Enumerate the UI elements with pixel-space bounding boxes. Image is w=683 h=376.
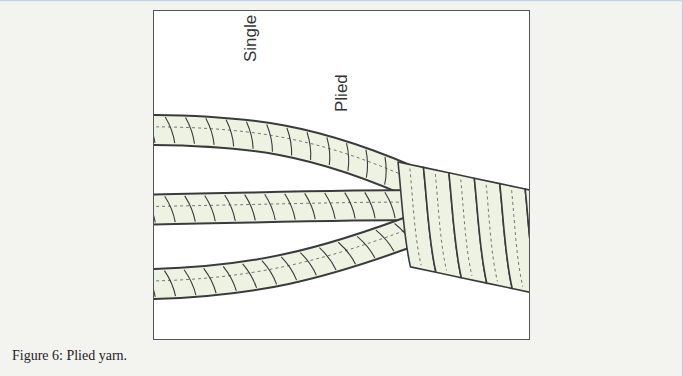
twist-mark <box>300 253 316 276</box>
strand-outline <box>154 226 425 284</box>
twist-mark <box>267 124 273 151</box>
single-strand <box>154 192 425 223</box>
twist-mark <box>205 195 216 221</box>
twist-mark <box>164 271 175 297</box>
twist-mark <box>185 196 196 222</box>
ply-band <box>504 189 529 299</box>
twist-mark <box>186 117 195 143</box>
ply-dash <box>518 196 529 292</box>
panel-border <box>0 0 683 1</box>
strand-dash <box>154 127 425 185</box>
twist-mark <box>376 230 394 251</box>
twist-mark <box>287 128 292 155</box>
twist-mark <box>243 264 257 288</box>
twist-mark <box>385 157 387 185</box>
twist-mark <box>262 261 277 285</box>
twist-mark <box>305 193 316 219</box>
twist-mark <box>225 195 236 221</box>
plied-yarn <box>377 162 529 310</box>
twist-mark <box>345 193 355 219</box>
twist-mark <box>285 194 296 220</box>
twist-mark <box>184 270 196 295</box>
twist-mark <box>357 236 375 258</box>
yarn-illustration <box>154 117 529 310</box>
twist-mark <box>338 242 355 264</box>
twist-mark <box>206 118 214 145</box>
twist-mark <box>385 192 395 218</box>
panel-border <box>682 0 683 376</box>
single-strand <box>154 217 432 298</box>
twist-mark <box>281 257 296 280</box>
part-label: Plied <box>332 74 352 112</box>
single-strand <box>154 117 425 201</box>
twist-mark <box>246 122 253 149</box>
ply-dash <box>492 190 529 286</box>
ply-band <box>479 184 529 294</box>
twist-mark <box>154 271 155 297</box>
twist-mark <box>319 248 336 270</box>
twist-mark <box>226 120 234 147</box>
twist-mark <box>165 196 175 222</box>
part-label: Single <box>241 15 261 62</box>
twist-mark <box>325 193 335 219</box>
twist-mark <box>365 192 375 218</box>
twist-mark <box>347 143 349 171</box>
figure-caption: Figure 6: Plied yarn. <box>12 348 127 364</box>
twist-mark <box>366 150 368 178</box>
twist-mark <box>165 117 174 143</box>
strand-dash <box>154 223 425 281</box>
twist-mark <box>307 132 311 160</box>
strand-fill <box>154 226 425 284</box>
twist-mark <box>204 268 216 293</box>
twist-mark <box>265 194 276 220</box>
twist-mark <box>223 266 236 291</box>
twist-mark <box>154 197 155 223</box>
twist-mark <box>327 137 330 165</box>
twist-mark <box>245 195 256 221</box>
twist-mark <box>154 117 155 143</box>
